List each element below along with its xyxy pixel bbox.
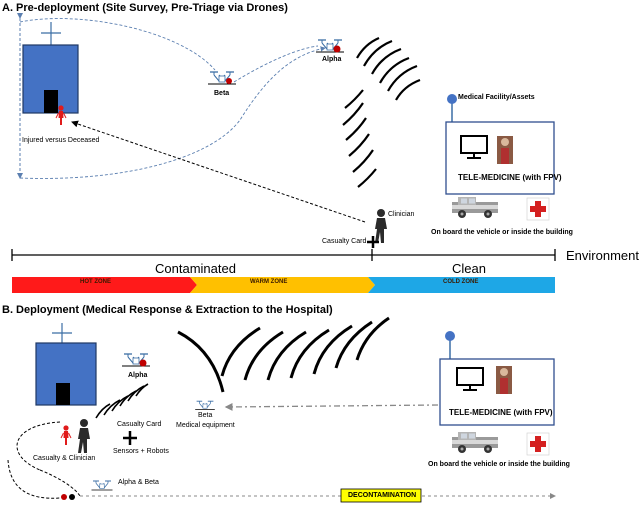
alpha-label: Alpha [322,56,342,63]
survey-path-top [19,18,216,71]
cold-zone-shape [368,277,555,293]
ambulance-truck-icon [452,197,498,218]
clinician-b-icon [78,419,90,453]
decontamination-label: DECONTAMINATION [348,492,417,499]
triage-arrow [71,120,366,223]
building-a [22,22,79,114]
medical-facility-label: Medical Facility/Assets [458,94,535,101]
facility-antenna-a [447,94,457,122]
telemedicine-label-a: TELE-MEDICINE (with FPV) [458,173,562,182]
hot-zone-shape [12,277,197,293]
alpha-label-b: Alpha [128,372,148,379]
beta-label: Beta [214,90,230,97]
warm-zone-label: WARM ZONE [250,279,288,285]
ambulance-truck-icon-b [452,432,498,453]
beta-label-b: Beta [198,412,213,419]
signal-waves-b [177,316,390,393]
signal-waves-small-b [95,383,149,419]
hot-zone-label: HOT ZONE [80,279,111,285]
onboard-label-b: On board the vehicle or inside the build… [428,461,570,468]
alpha-beta-label: Alpha & Beta [118,479,159,486]
warm-zone-shape [190,277,375,293]
decontamination-box [340,488,422,503]
signal-waves-clinician [342,89,377,188]
facility-antenna-b [445,331,455,360]
zone-band [12,277,555,293]
environment-axis [11,249,556,261]
casualty-card-plus [367,236,379,248]
evac-loop-bottom [7,459,61,499]
casualty-card-label-a: Casualty Card [322,238,367,245]
drone-beta-b-icon [194,400,216,411]
drone-alpha-b-icon [121,353,151,367]
red-cross-icon [526,197,550,221]
telemedicine-panel-a [445,121,555,195]
section-b-title: B. Deployment (Medical Response & Extrac… [2,304,333,316]
casualty-icon [60,424,72,446]
drone-alpha-icon [315,39,345,53]
building-b [35,323,97,406]
equipment-delivery-arrow [224,403,439,411]
robot-icon [61,494,75,500]
injured-label: Injured versus Deceased [22,137,100,144]
survey-path-mid [233,45,319,83]
contaminated-label: Contaminated [155,261,236,276]
onboard-label-a: On board the vehicle or inside the build… [431,229,573,236]
evac-loop-left [16,421,61,471]
drone-beta-icon [207,71,237,85]
telemedicine-label-b: TELE-MEDICINE (with FPV) [449,408,553,417]
clinician-label: Clinician [388,211,415,218]
survey-path-bottom [19,46,326,179]
medical-equipment-label: Medical equipment [176,422,235,429]
section-a-title: A. Pre-deployment (Site Survey, Pre-Tria… [2,2,288,14]
casualty-clinician-label: Casualty & Clinician [33,455,96,462]
signal-waves-top [356,36,421,101]
clinician-icon [375,209,387,243]
drone-alpha-beta-icon [91,480,113,491]
sensors-robots-label: Sensors + Robots [113,448,169,455]
clean-label: Clean [452,261,486,276]
red-cross-icon-b [526,432,550,456]
casualty-card-label-b: Casualty Card [117,421,162,428]
cold-zone-label: COLD ZONE [443,279,479,285]
environment-label: Environment [566,248,639,263]
sensors-plus [123,431,137,445]
